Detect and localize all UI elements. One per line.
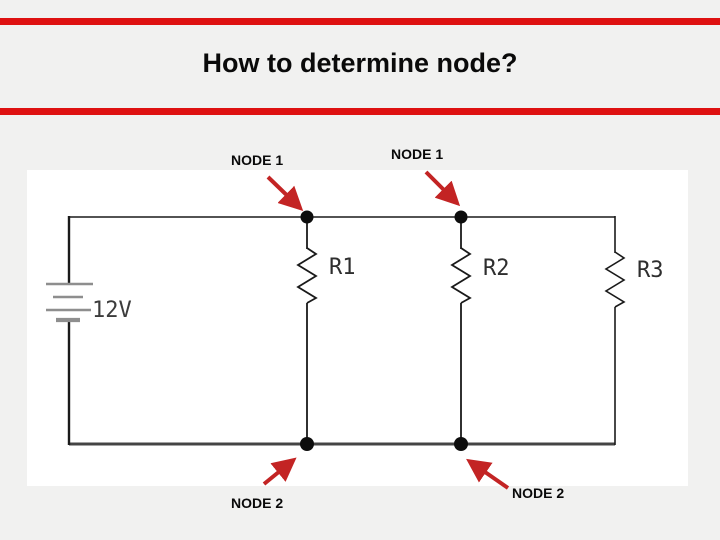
resistor-label-r1: R1 xyxy=(329,255,356,280)
node2-junction-dot-right xyxy=(454,437,468,451)
resistor-label-r2: R2 xyxy=(483,256,510,281)
resistor-label-r3: R3 xyxy=(637,258,664,283)
resistor-branch-r2: R2 xyxy=(450,210,510,451)
node2-label-right: NODE 2 xyxy=(512,485,565,501)
resistor-zigzag-r3 xyxy=(604,251,626,308)
node1-label-right: NODE 1 xyxy=(391,146,444,162)
resistor-branch-r1: R1 xyxy=(296,210,356,451)
node1-junction-dot-right xyxy=(454,210,468,224)
resistor-branch-r3: R3 xyxy=(604,216,664,445)
header-divider-bar xyxy=(0,108,720,115)
top-accent-bar xyxy=(0,18,720,25)
voltage-source-label: 12V xyxy=(92,298,132,323)
battery-symbol xyxy=(46,282,93,323)
node1-junction-dot-left xyxy=(300,210,314,224)
resistor-zigzag-r1 xyxy=(296,247,318,304)
resistor-zigzag-r2 xyxy=(450,247,472,304)
node1-label-left: NODE 1 xyxy=(231,152,284,168)
circuit-schematic-svg: 12V R1 R2 xyxy=(46,210,664,451)
node2-junction-dot-left xyxy=(300,437,314,451)
circuit-diagram: 12V R1 R2 xyxy=(27,170,688,486)
page-title: How to determine node? xyxy=(202,48,518,78)
node2-label-left: NODE 2 xyxy=(231,495,284,511)
